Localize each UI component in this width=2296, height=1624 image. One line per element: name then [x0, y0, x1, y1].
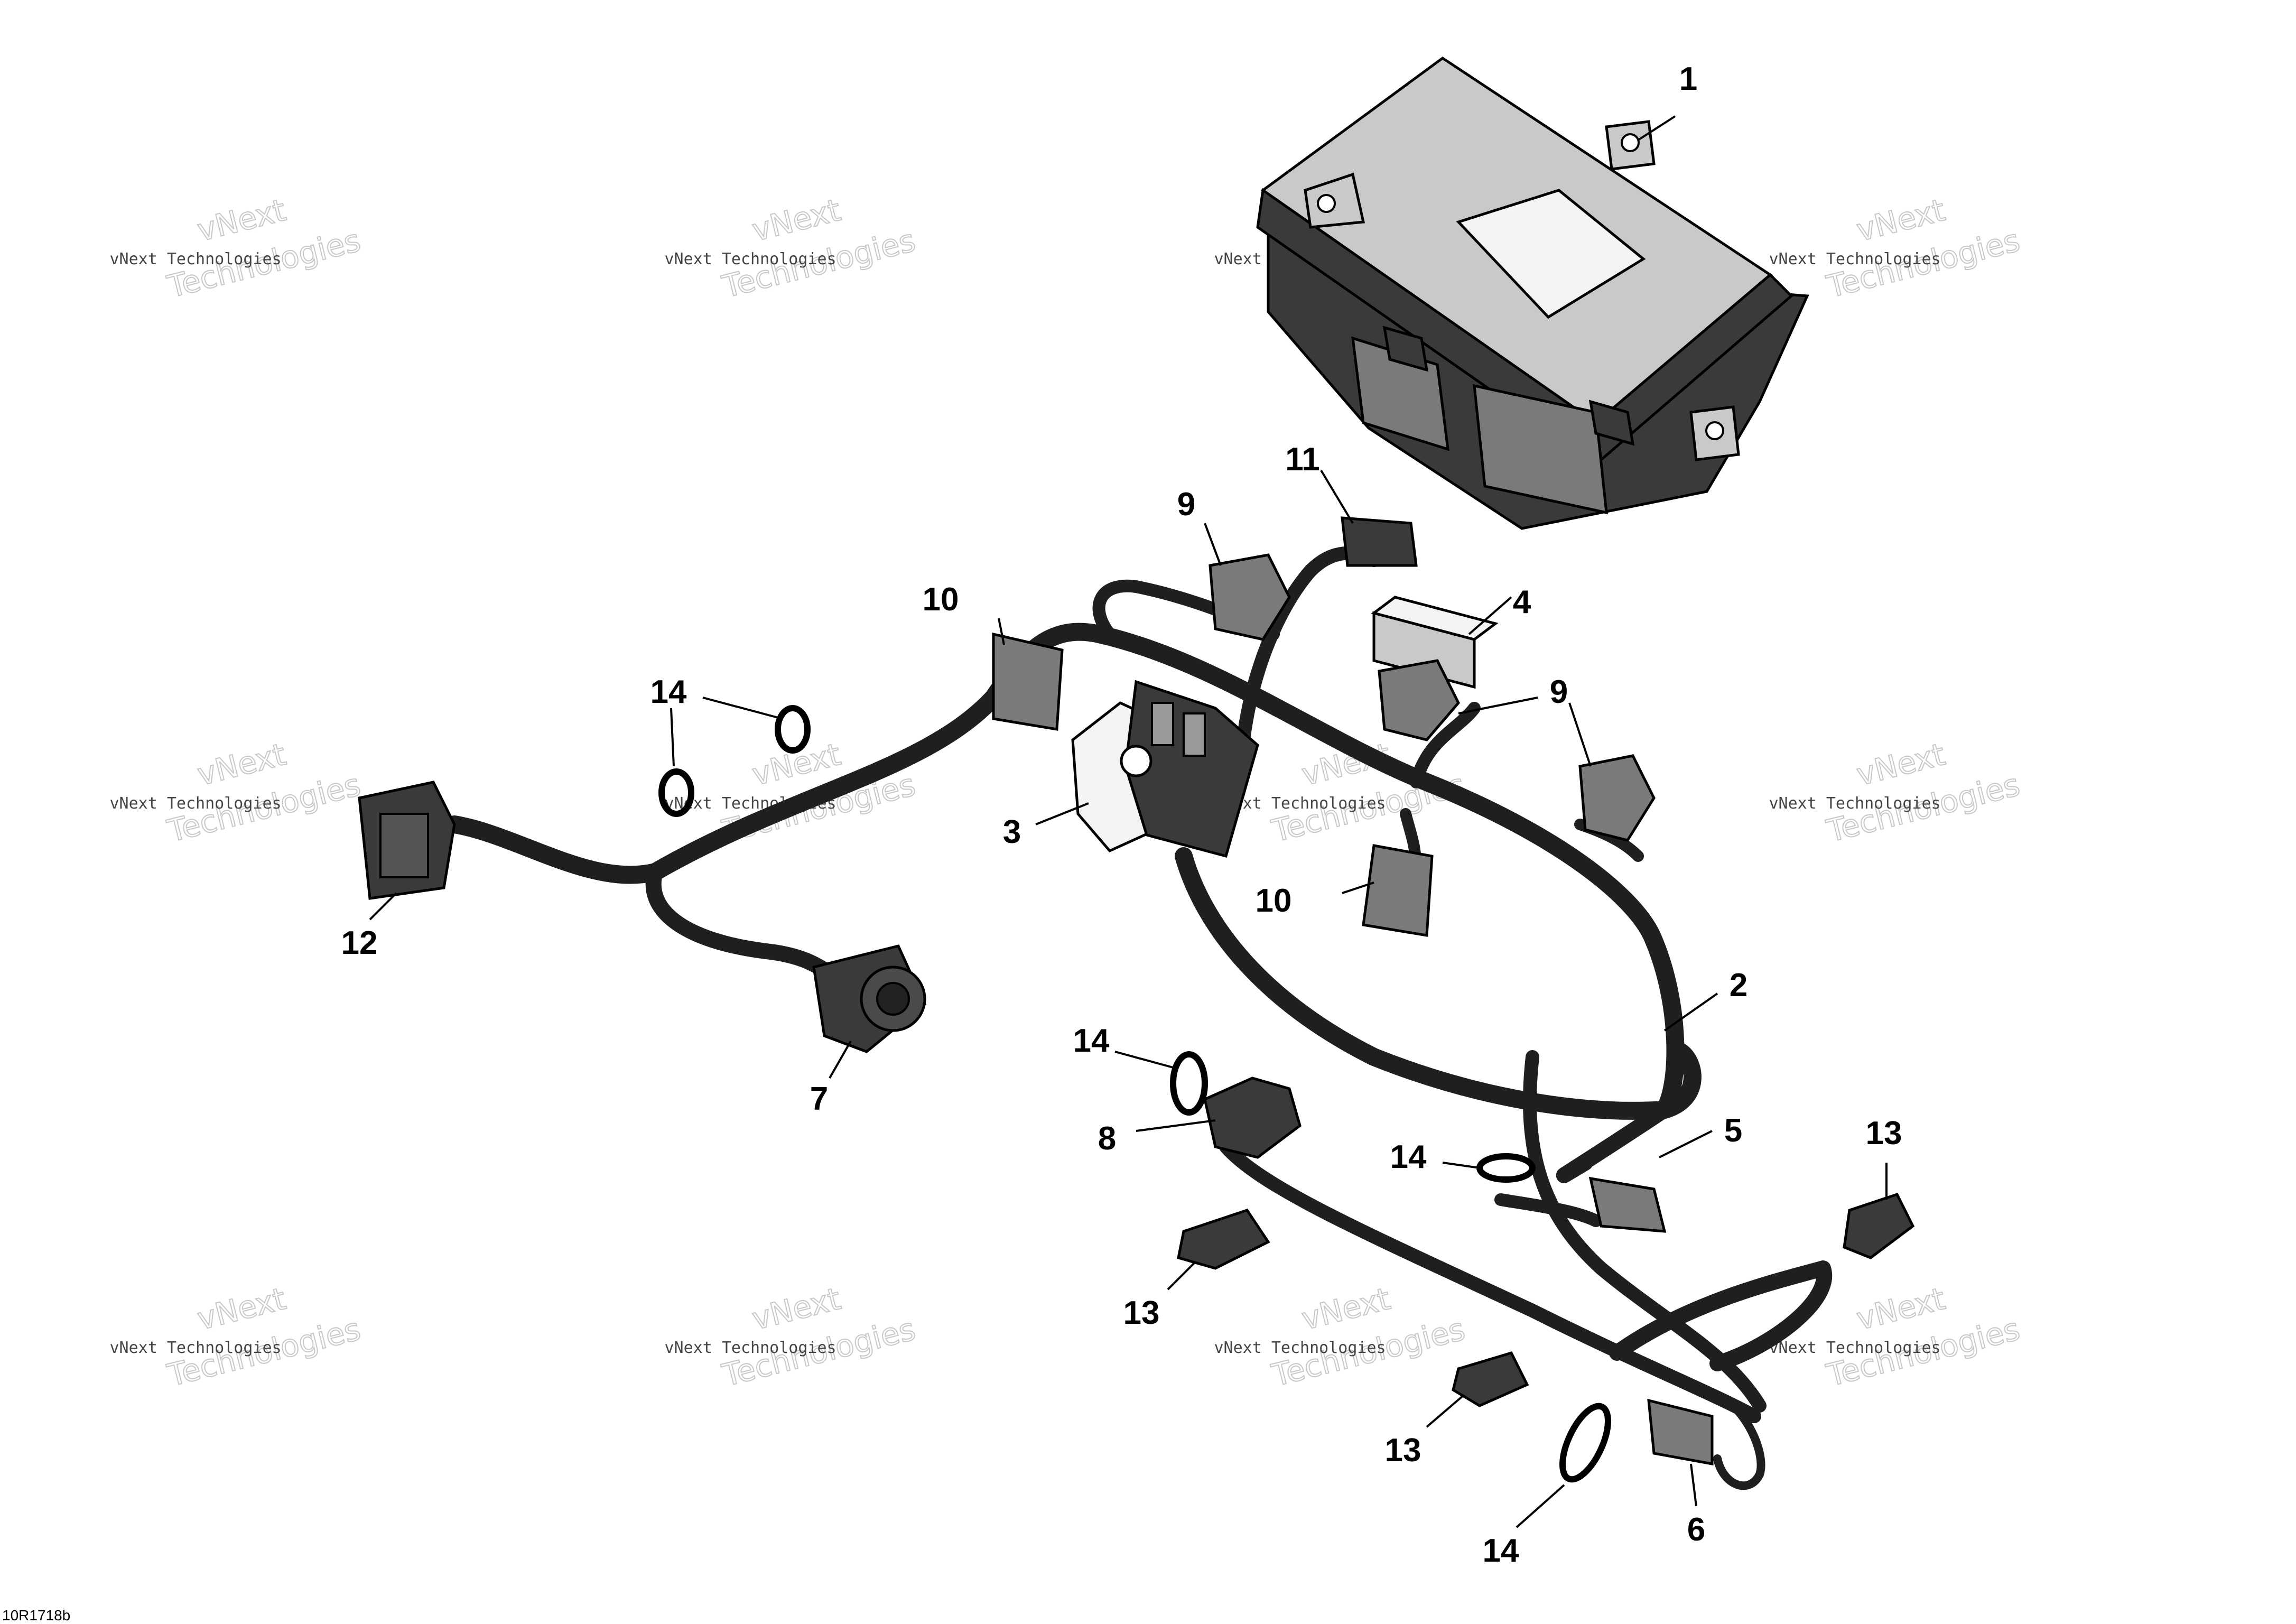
watermark-text: vNext Technologies	[664, 250, 836, 268]
callout-3: 3	[1003, 814, 1021, 850]
connector-9-upper	[1209, 553, 1291, 641]
callout-9-upper: 9	[1177, 486, 1195, 523]
watermark-text: vNext Technologies	[109, 250, 281, 268]
watermark-logo-top: vNext	[749, 192, 844, 248]
watermark-logo-top: vNext	[194, 192, 290, 248]
ecm-module	[1256, 56, 1809, 530]
connector-6	[1647, 1398, 1714, 1465]
watermark-text: vNext Technologies	[1769, 1339, 1940, 1357]
watermark-text: vNext Technologies	[109, 1339, 281, 1357]
callout-13-middle: 13	[1385, 1432, 1421, 1469]
watermark-logo-top: vNext	[1853, 736, 1949, 793]
callout-9-right: 9	[1550, 674, 1568, 710]
connector-7	[812, 944, 927, 1053]
callout-14-d: 14	[1390, 1139, 1427, 1175]
watermark-text: vNext Technologies	[1214, 1339, 1386, 1357]
callout-2: 2	[1730, 967, 1747, 1004]
callout-4: 4	[1513, 584, 1531, 620]
callout-14-a: 14	[650, 674, 687, 710]
watermark-text: vNext Technologies	[109, 794, 281, 813]
callout-6: 6	[1687, 1511, 1705, 1548]
callout-10-upper: 10	[923, 581, 959, 618]
drawing-reference: 10R1718b	[2, 1607, 70, 1623]
watermark-text: vNext Technologies	[1769, 250, 1940, 268]
callout-13-right: 13	[1866, 1115, 1902, 1152]
callout-11: 11	[1285, 441, 1320, 478]
tie-14-d	[1476, 1153, 1536, 1183]
leader-lines	[369, 115, 1888, 1528]
clip-13-middle	[1452, 1351, 1529, 1407]
callout-13-left: 13	[1123, 1295, 1160, 1331]
watermark-logo-top: vNext	[1853, 192, 1949, 248]
sensor-8	[1203, 1077, 1302, 1159]
watermark-logo-top: vNext	[194, 736, 290, 793]
callout-14-e: 14	[1483, 1533, 1519, 1569]
connector-9-right	[1578, 754, 1656, 842]
callout-12: 12	[341, 925, 378, 961]
callout-labels: 1 2 3 4 5 6 7 8 9 9 10 10 11 12 13 13 13…	[341, 61, 1902, 1569]
connector-12	[358, 781, 456, 900]
connector-10-lower	[1362, 844, 1434, 937]
tie-14-c	[1170, 1051, 1208, 1116]
watermark-logo-top: vNext	[1853, 1280, 1949, 1337]
callout-10-lower: 10	[1256, 883, 1292, 919]
fuse-box-bracket	[1071, 680, 1259, 858]
watermark-logo-top: vNext	[1298, 1280, 1394, 1337]
clip-13-left	[1177, 1209, 1270, 1270]
tie-14-a	[658, 768, 694, 817]
watermark-text: vNext Technologies	[1769, 794, 1940, 813]
callout-5: 5	[1724, 1112, 1742, 1149]
connector-11	[1341, 516, 1418, 567]
connector-9-middle	[1378, 659, 1460, 741]
watermark-text: vNext Technologies	[664, 1339, 836, 1357]
connector-10-upper	[992, 632, 1064, 731]
tie-14-e	[1559, 1403, 1611, 1483]
callout-7: 7	[810, 1081, 828, 1117]
connector-5	[1588, 1176, 1667, 1233]
watermark-logo-top: vNext	[749, 1280, 844, 1337]
callout-14-c: 14	[1073, 1023, 1110, 1059]
watermark-logo-top: vNext	[194, 1280, 290, 1337]
connector-4	[1371, 596, 1499, 689]
clip-13-right	[1843, 1192, 1915, 1259]
callout-1: 1	[1679, 61, 1697, 97]
tie-14-b	[775, 705, 811, 754]
callout-8: 8	[1098, 1120, 1116, 1157]
